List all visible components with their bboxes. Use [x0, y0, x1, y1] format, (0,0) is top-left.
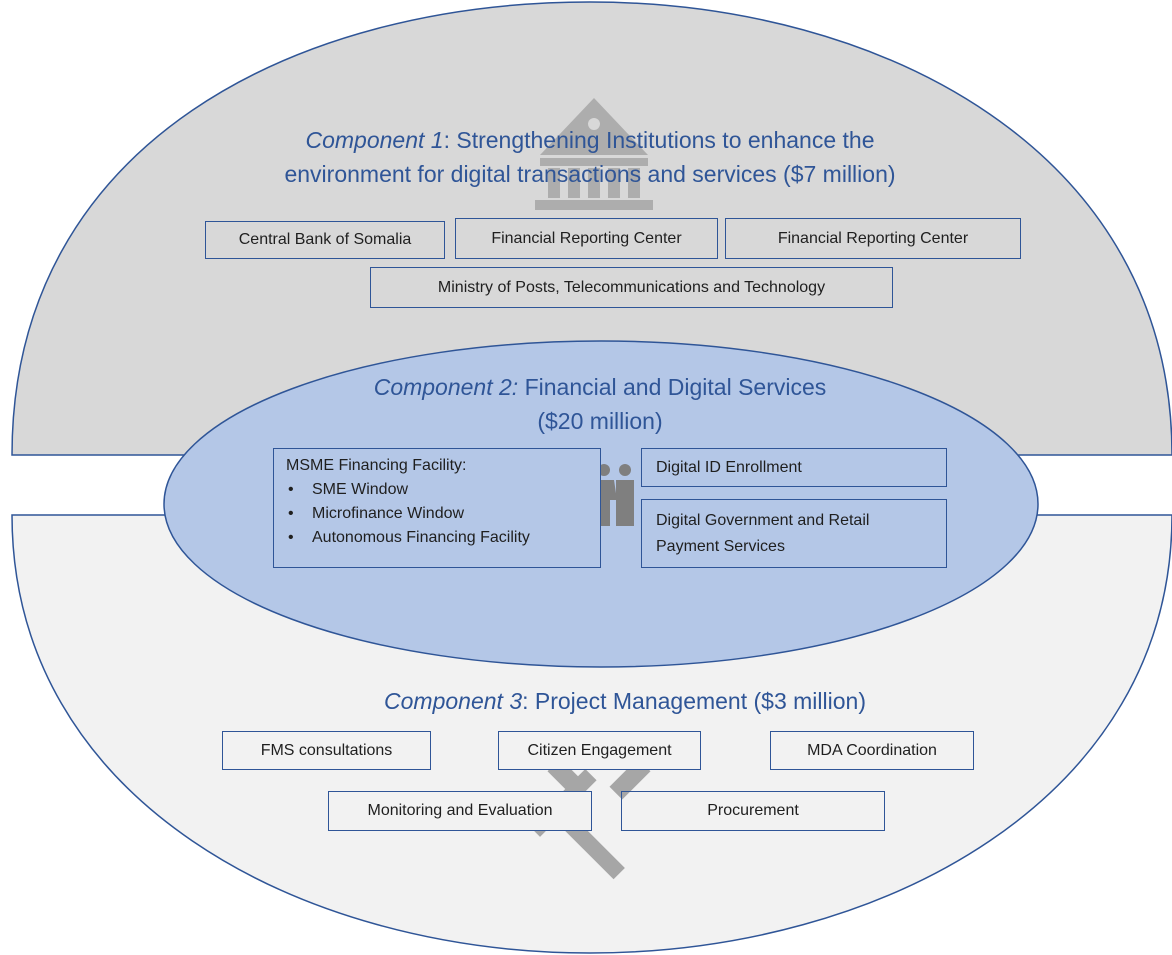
- component-3-title-rest: : Project Management ($3 million): [522, 688, 866, 714]
- box-citizen-engagement: Citizen Engagement: [498, 731, 701, 770]
- box-monitoring-evaluation: Monitoring and Evaluation: [328, 791, 592, 831]
- component-2-label: Component 2:: [373, 374, 519, 400]
- msme-heading: MSME Financing Facility:: [286, 457, 467, 474]
- msme-list: SME Window Microfinance Window Autonomou…: [286, 478, 530, 550]
- box-central-bank: Central Bank of Somalia: [205, 221, 445, 259]
- component-1-label: Component 1: [305, 127, 444, 153]
- box-ministry-posts: Ministry of Posts, Telecommunications an…: [370, 267, 893, 308]
- component-1-title-rest: : Strengthening Institutions to enhance …: [443, 127, 875, 153]
- box-mda-coordination: MDA Coordination: [770, 731, 974, 770]
- box-financial-reporting-center-2: Financial Reporting Center: [725, 218, 1021, 259]
- box-fms-consultations: FMS consultations: [222, 731, 431, 770]
- component-1-title-line2: environment for digital transactions and…: [284, 161, 896, 187]
- box-digital-id: Digital ID Enrollment: [641, 448, 947, 487]
- component-2-title-rest: Financial and Digital Services: [518, 374, 827, 400]
- list-item: Microfinance Window: [288, 502, 530, 526]
- box-procurement: Procurement: [621, 791, 885, 831]
- component-1-title: Component 1: Strengthening Institutions …: [200, 123, 980, 191]
- list-item: Autonomous Financing Facility: [288, 526, 530, 550]
- box-financial-reporting-center-1: Financial Reporting Center: [455, 218, 718, 259]
- component-2-title: Component 2: Financial and Digital Servi…: [300, 370, 900, 438]
- component-3-label: Component 3: [384, 688, 523, 714]
- box-msme-facility: MSME Financing Facility: SME Window Micr…: [273, 448, 601, 568]
- component-2-title-line2: ($20 million): [537, 408, 663, 434]
- bank-building-icon: [535, 98, 653, 210]
- component-3-title: Component 3: Project Management ($3 mill…: [250, 684, 1000, 718]
- box-digital-government: Digital Government and Retail Payment Se…: [641, 499, 947, 568]
- list-item: SME Window: [288, 478, 530, 502]
